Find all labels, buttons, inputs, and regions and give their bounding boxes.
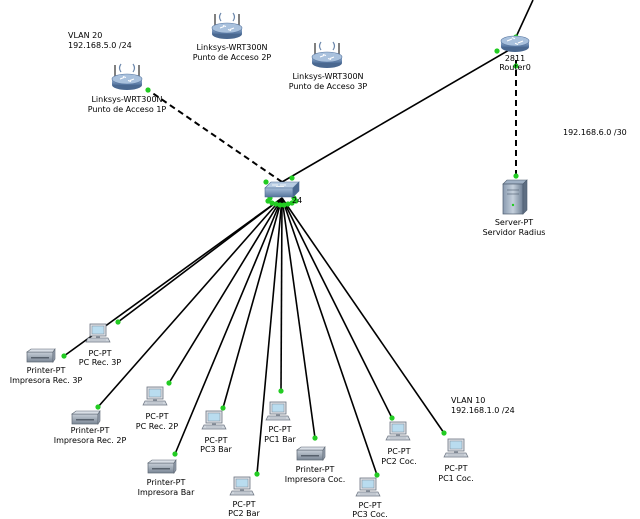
- printer-bar-name-label: Impresora Bar: [138, 488, 195, 497]
- device-printer-rec2[interactable]: Printer-PT Impresora Rec. 2P: [54, 410, 127, 445]
- device-server[interactable]: Server-PT Servidor Radius: [483, 179, 546, 237]
- ap1-name-label: Punto de Acceso 1P: [88, 105, 167, 114]
- pc3-coc-name-label: PC3 Coc.: [352, 510, 387, 519]
- pc-rec3-name-label: PC Rec. 3P: [79, 358, 122, 367]
- port-indicators: [61, 34, 519, 478]
- server-model-label: Server-PT: [495, 218, 533, 227]
- ap2-name-label: Punto de Acceso 2P: [193, 53, 272, 62]
- link-switch-pc1-coc: [281, 197, 445, 434]
- router-name-label: Router0: [499, 63, 531, 72]
- vlan10-network-label: 192.168.1.0 /24: [451, 406, 515, 415]
- printer-icon: [296, 446, 326, 461]
- connection-lines: [63, 0, 534, 476]
- ap2-model-label: Linksys-WRT300N: [196, 43, 267, 52]
- printer-bar-model-label: Printer-PT: [147, 478, 186, 487]
- wan-network-label: 192.168.6.0 /30: [563, 128, 627, 137]
- wireless-router-icon: [211, 12, 243, 40]
- device-pc2-bar[interactable]: PC-PT PC2 Bar: [228, 476, 261, 518]
- device-printer-bar[interactable]: Printer-PT Impresora Bar: [138, 459, 195, 497]
- pc-icon: [229, 476, 255, 496]
- pc3-bar-model-label: PC-PT: [204, 436, 227, 445]
- ap3-name-label: Punto de Acceso 3P: [289, 82, 368, 91]
- ap3-model-label: Linksys-WRT300N: [292, 72, 363, 81]
- link-switch-ap1: [147, 89, 283, 183]
- pc2-bar-name-label: PC2 Bar: [228, 509, 260, 518]
- printer-rec2-model-label: Printer-PT: [71, 426, 110, 435]
- link-switch-pc1-bar: [280, 197, 283, 392]
- wireless-router-icon: [311, 41, 343, 69]
- printer-rec3-model-label: Printer-PT: [27, 366, 66, 375]
- device-router[interactable]: 2811 Router0: [499, 35, 531, 72]
- device-pc-rec2[interactable]: PC-PT PC Rec. 2P: [136, 386, 179, 431]
- printer-coc-model-label: Printer-PT: [296, 465, 335, 474]
- vlan20-network-label: 192.168.5.0 /24: [68, 41, 132, 50]
- link-switch-router: [281, 45, 517, 183]
- device-pc1-bar[interactable]: PC-PT PC1 Bar: [264, 401, 297, 444]
- device-pc2-coc[interactable]: PC-PT PC2 Coc.: [381, 421, 417, 466]
- printer-icon: [71, 410, 101, 425]
- pc-icon: [85, 323, 111, 343]
- device-ap3[interactable]: Linksys-WRT300N Punto de Acceso 3P: [289, 41, 368, 91]
- pc2-bar-model-label: PC-PT: [232, 500, 255, 509]
- server-name-label: Servidor Radius: [483, 228, 546, 237]
- device-pc-rec3[interactable]: PC-PT PC Rec. 3P: [79, 323, 122, 367]
- printer-icon: [147, 459, 177, 474]
- link-switch-pc2-coc: [281, 197, 393, 419]
- network-annotations: VLAN 20 192.168.5.0 /24 192.168.6.0 /30 …: [68, 31, 627, 415]
- pc-icon: [443, 438, 469, 458]
- pc1-bar-name-label: PC1 Bar: [264, 435, 296, 444]
- pc-rec3-model-label: PC-PT: [88, 349, 111, 358]
- pc1-coc-name-label: PC1 Coc.: [438, 474, 473, 483]
- pc-rec2-model-label: PC-PT: [145, 412, 168, 421]
- link-switch-pc-rec2: [168, 197, 283, 384]
- pc-rec2-name-label: PC Rec. 2P: [136, 422, 179, 431]
- link-switch-printer-rec2: [97, 197, 283, 408]
- printer-icon: [26, 348, 56, 363]
- device-ap1[interactable]: Linksys-WRT300N Punto de Acceso 1P: [88, 63, 167, 114]
- link-switch-pc3-bar: [222, 197, 283, 409]
- pc1-bar-model-label: PC-PT: [268, 425, 291, 434]
- printer-rec3-name-label: Impresora Rec. 3P: [10, 376, 83, 385]
- pc-icon: [201, 410, 227, 430]
- router-icon: [500, 35, 530, 53]
- router-model-label: 2811: [505, 54, 525, 63]
- pc3-bar-name-label: PC3 Bar: [200, 445, 232, 454]
- link-switch-pc3-coc: [281, 197, 378, 476]
- printer-rec2-name-label: Impresora Rec. 2P: [54, 436, 127, 445]
- link-switch-pc2-bar: [256, 197, 283, 475]
- pc3-coc-model-label: PC-PT: [358, 501, 381, 510]
- pc1-coc-model-label: PC-PT: [444, 464, 467, 473]
- pc-icon: [385, 421, 411, 441]
- pc2-coc-model-label: PC-PT: [387, 447, 410, 456]
- switch-icon: [264, 181, 300, 198]
- printer-coc-name-label: Impresora Coc.: [285, 475, 345, 484]
- link-switch-printer-bar: [174, 197, 283, 455]
- link-switch-pc-rec3: [117, 197, 283, 323]
- device-switch[interactable]: 24: [264, 181, 302, 205]
- vlan20-name-label: VLAN 20: [68, 31, 102, 40]
- device-pc3-bar[interactable]: PC-PT PC3 Bar: [200, 410, 233, 454]
- device-ap2[interactable]: Linksys-WRT300N Punto de Acceso 2P: [193, 12, 272, 62]
- vlan10-name-label: VLAN 10: [451, 396, 485, 405]
- server-icon: [502, 179, 528, 215]
- device-pc1-coc[interactable]: PC-PT PC1 Coc.: [438, 438, 474, 483]
- ap1-model-label: Linksys-WRT300N: [91, 95, 162, 104]
- pc-icon: [355, 477, 381, 497]
- device-printer-coc[interactable]: Printer-PT Impresora Coc.: [285, 446, 345, 484]
- device-pc3-coc[interactable]: PC-PT PC3 Coc.: [352, 477, 388, 519]
- pc-icon: [142, 386, 168, 406]
- device-printer-rec3[interactable]: Printer-PT Impresora Rec. 3P: [10, 348, 83, 385]
- link-router-uplink: [515, 0, 534, 38]
- pc-icon: [265, 401, 291, 421]
- switch-label: 24: [292, 196, 302, 205]
- link-switch-printer-coc: [281, 197, 316, 439]
- wireless-router-icon: [111, 63, 143, 91]
- pc2-coc-name-label: PC2 Coc.: [381, 457, 416, 466]
